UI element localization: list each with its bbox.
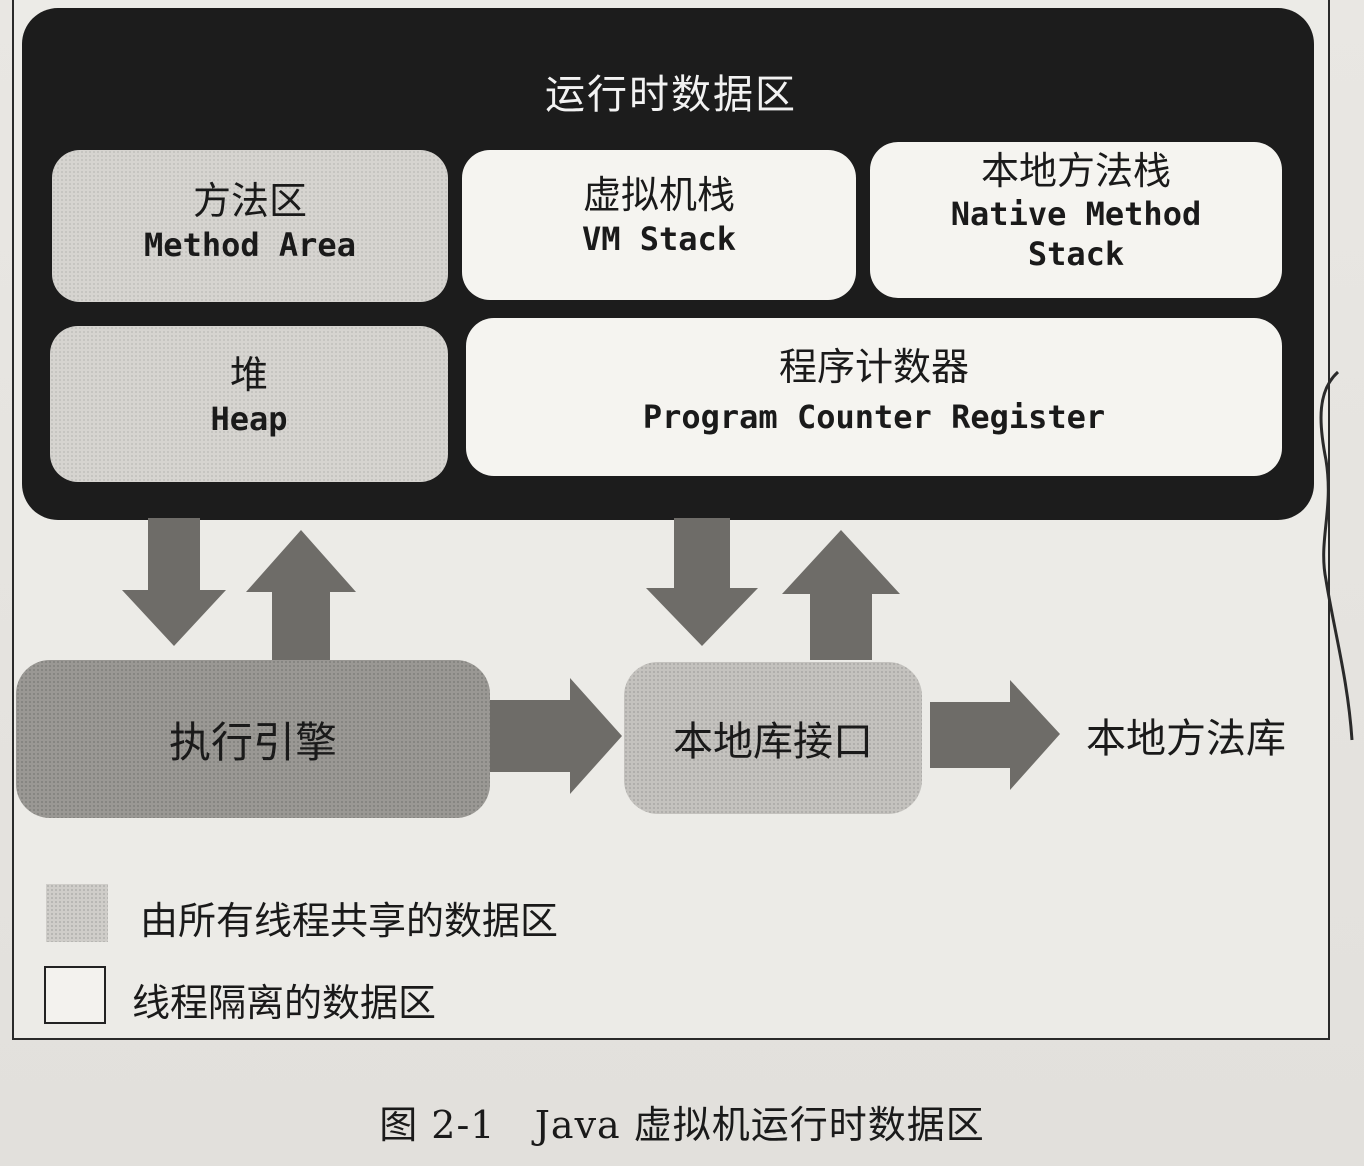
figure-caption: 图 2-1 Java 虚拟机运行时数据区 — [379, 1103, 985, 1147]
heap-region: 堆 Heap — [50, 326, 448, 482]
arrow-up-right — [782, 530, 900, 660]
native-method-stack-region: 本地方法栈 Native Method Stack — [870, 142, 1282, 298]
vm-stack-region: 虚拟机栈 VM Stack — [462, 150, 856, 300]
vm-stack-en-label: VM Stack — [581, 220, 737, 258]
method-area-region: 方法区 Method Area — [52, 150, 448, 302]
legend-isolated-swatch — [44, 966, 106, 1024]
heap-zh-label: 堆 — [229, 353, 268, 397]
legend-shared-swatch — [46, 884, 108, 942]
native-method-stack-en-label: Native Method Stack — [950, 195, 1202, 273]
arrow-exec-to-native-interface — [488, 678, 622, 794]
arrow-down-right — [646, 518, 758, 646]
program-counter-region: 程序计数器 Program Counter Register — [466, 318, 1282, 476]
program-counter-en-label: Program Counter Register — [642, 398, 1106, 436]
heap-en-label: Heap — [210, 400, 288, 438]
native-method-stack-zh-label: 本地方法栈 — [980, 149, 1171, 193]
native-interface-box: 本地库接口 — [624, 662, 922, 814]
legend-shared-label: 由所有线程共享的数据区 — [140, 899, 559, 943]
execution-engine-box: 执行引擎 — [16, 660, 490, 818]
arrow-up-left — [246, 530, 356, 660]
method-area-en-label: Method Area — [144, 226, 356, 264]
legend-isolated-label: 线程隔离的数据区 — [132, 981, 437, 1025]
method-area-zh-label: 方法区 — [192, 179, 307, 223]
runtime-data-area-title: 运行时数据区 — [545, 72, 797, 118]
arrow-native-interface-to-library — [930, 680, 1060, 790]
program-counter-zh-label: 程序计数器 — [778, 345, 969, 389]
vm-stack-zh-label: 虚拟机栈 — [582, 173, 735, 217]
arrow-down-left — [122, 518, 226, 646]
native-interface-label: 本地库接口 — [673, 719, 873, 765]
native-library-label: 本地方法库 — [1086, 716, 1286, 762]
execution-engine-label: 执行引擎 — [168, 717, 337, 767]
